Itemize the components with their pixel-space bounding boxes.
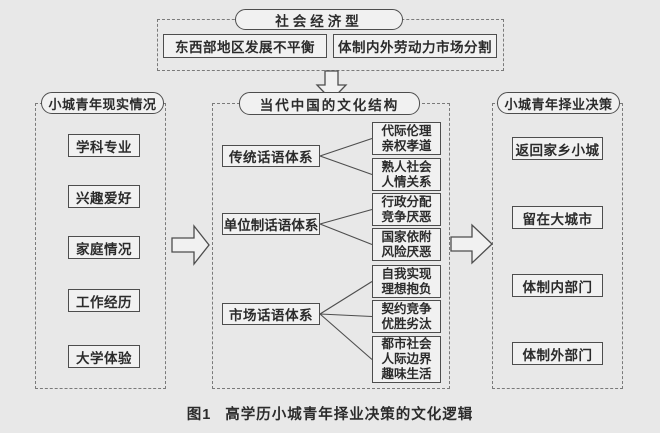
leaf-self-realization: 自我实现 理想抱负 — [372, 265, 441, 298]
decision-outside-system: 体制外部门 — [512, 342, 603, 365]
factor-regional-imbalance: 东西部地区发展不平衡 — [163, 34, 327, 58]
reality-item-college-experience: 大学体验 — [68, 345, 140, 368]
reality-item-major: 学科专业 — [68, 134, 140, 157]
reality-item-work-experience: 工作经历 — [68, 289, 140, 312]
decision-return-hometown: 返回家乡小城 — [512, 137, 603, 160]
factor-labor-market-segmentation: 体制内外劳动力市场分割 — [333, 34, 497, 58]
figure-caption-label: 图1 — [186, 407, 212, 423]
reality-item-hobby: 兴趣爱好 — [68, 185, 140, 208]
leaf-intergenerational-ethics: 代际伦理 亲权孝道 — [372, 122, 441, 155]
figure-caption: 图1 高学历小城青年择业决策的文化逻辑 — [0, 403, 660, 424]
system-traditional-discourse: 传统话语体系 — [222, 145, 320, 167]
culture-title: 当代中国的文化结构 — [239, 92, 420, 115]
right-block-arrow-icon — [450, 223, 493, 265]
leaf-contract-competition: 契约竞争 优胜劣汰 — [372, 300, 441, 333]
reality-title: 小城青年现实情况 — [41, 92, 164, 114]
decision-stay-big-city: 留在大城市 — [512, 206, 603, 229]
right-block-arrow-icon — [171, 224, 210, 266]
leaf-administrative-allocation: 行政分配 竞争厌恶 — [372, 193, 441, 226]
leaf-urban-society: 都市社会 人际边界 趣味生活 — [372, 336, 441, 383]
reality-item-family: 家庭情况 — [68, 236, 140, 259]
leaf-state-dependence: 国家依附 风险厌恶 — [372, 228, 441, 261]
leaf-acquaintance-society: 熟人社会 人情关系 — [372, 158, 441, 191]
decision-inside-system: 体制内部门 — [512, 274, 603, 297]
socioeconomic-title: 社会经济型 — [235, 9, 403, 30]
figure-caption-text: 高学历小城青年择业决策的文化逻辑 — [225, 407, 474, 423]
system-danwei-discourse: 单位制话语体系 — [222, 213, 320, 235]
system-market-discourse: 市场话语体系 — [222, 303, 320, 325]
decision-title: 小城青年择业决策 — [497, 92, 620, 114]
